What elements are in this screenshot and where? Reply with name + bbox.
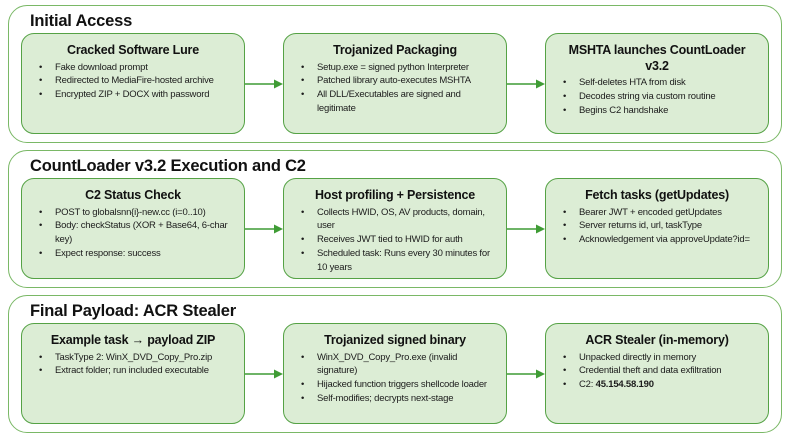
section-title: CountLoader v3.2 Execution and C2 — [30, 157, 306, 175]
node-heading: Example task → payload ZIP — [50, 333, 216, 347]
node-heading: Host profiling + Persistence — [314, 188, 476, 202]
bullet-list: Bearer JWT + encoded getUpdates Server r… — [553, 206, 761, 247]
bullet-item: Setup.exe = signed python Interpreter — [291, 61, 499, 75]
section-title: Initial Access — [30, 12, 133, 30]
bullet-item: Collects HWID, OS, AV products, domain, … — [291, 206, 499, 234]
node-trojanized-signed-binary: Trojanized signed binary WinX_DVD_Copy_P… — [283, 323, 507, 424]
bullet-item: Receives JWT tied to HWID for auth — [291, 233, 499, 247]
node-heading: Cracked Software Lure — [67, 43, 199, 57]
bullet-item: Expect response: success — [29, 247, 237, 261]
bullet-list: POST to globalsnn{i}-new.cc (i=0..10) Bo… — [29, 206, 237, 261]
node-heading: Trojanized signed binary — [324, 333, 466, 347]
bullet-item: Extract folder; run included executable — [29, 364, 237, 378]
bullet-item: All DLL/Executables are signed and legit… — [291, 88, 499, 116]
section-title: Final Payload: ACR Stealer — [30, 302, 236, 320]
bullet-item: Body: checkStatus (XOR + Base64, 6-char … — [29, 219, 237, 247]
bullet-item: Credential theft and data exfiltration — [553, 364, 761, 378]
bullet-item: Acknowledgement via approveUpdate?id= — [553, 233, 761, 247]
bullet-item: Self-modifies; decrypts next-stage — [291, 392, 499, 406]
bullet-item: POST to globalsnn{i}-new.cc (i=0..10) — [29, 206, 237, 220]
node-trojanized-packaging: Trojanized Packaging Setup.exe = signed … — [283, 33, 507, 134]
bullet-item: Fake download prompt — [29, 61, 237, 75]
node-heading: ACR Stealer (in-memory) — [585, 333, 729, 347]
bullet-list: WinX_DVD_Copy_Pro.exe (invalid signature… — [291, 351, 499, 406]
c2-label: C2: — [579, 379, 596, 391]
flow-arrow-icon — [507, 323, 545, 424]
bullet-list: Self-deletes HTA from disk Decodes strin… — [553, 76, 761, 117]
flow-row: C2 Status Check POST to globalsnn{i}-new… — [19, 178, 771, 279]
bullet-item: Unpacked directly in memory — [553, 351, 761, 365]
flow-arrow-icon — [245, 33, 283, 134]
node-heading: MSHTA launches CountLoader v3.2 — [568, 43, 746, 73]
flow-arrow-icon — [507, 33, 545, 134]
bullet-item: Scheduled task: Runs every 30 minutes fo… — [291, 247, 499, 275]
node-heading: Trojanized Packaging — [333, 43, 457, 57]
node-host-profiling-persistence: Host profiling + Persistence Collects HW… — [283, 178, 507, 279]
bullet-item: Hijacked function triggers shellcode loa… — [291, 378, 499, 392]
section-final-payload: Final Payload: ACR Stealer Example task … — [8, 295, 782, 433]
bullet-item: Bearer JWT + encoded getUpdates — [553, 206, 761, 220]
flow-arrow-icon — [245, 178, 283, 279]
node-c2-status-check: C2 Status Check POST to globalsnn{i}-new… — [21, 178, 245, 279]
c2-ip-address: 45.154.58.190 — [595, 379, 654, 391]
section-countloader-execution: CountLoader v3.2 Execution and C2 C2 Sta… — [8, 150, 782, 288]
bullet-item: Encrypted ZIP + DOCX with password — [29, 88, 237, 102]
bullet-item: TaskType 2: WinX_DVD_Copy_Pro.zip — [29, 351, 237, 365]
bullet-list: Unpacked directly in memory Credential t… — [553, 351, 761, 392]
node-mshta-launches-countloader: MSHTA launches CountLoader v3.2 Self-del… — [545, 33, 769, 134]
bullet-item: Decodes string via custom routine — [553, 90, 761, 104]
flow-arrow-icon — [245, 323, 283, 424]
bullet-item: Self-deletes HTA from disk — [553, 76, 761, 90]
bullet-list: Setup.exe = signed python Interpreter Pa… — [291, 61, 499, 116]
flow-row: Cracked Software Lure Fake download prom… — [19, 33, 771, 134]
node-fetch-tasks: Fetch tasks (getUpdates) Bearer JWT + en… — [545, 178, 769, 279]
bullet-list: TaskType 2: WinX_DVD_Copy_Pro.zip Extrac… — [29, 351, 237, 379]
node-heading: C2 Status Check — [85, 188, 181, 202]
bullet-item: WinX_DVD_Copy_Pro.exe (invalid signature… — [291, 351, 499, 379]
node-heading: Fetch tasks (getUpdates) — [585, 188, 729, 202]
flow-row: Example task → payload ZIP TaskType 2: W… — [19, 323, 771, 424]
bullet-item: Server returns id, url, taskType — [553, 219, 761, 233]
bullet-item: Patched library auto-executes MSHTA — [291, 74, 499, 88]
bullet-item: Redirected to MediaFire-hosted archive — [29, 74, 237, 88]
node-example-task-payload-zip: Example task → payload ZIP TaskType 2: W… — [21, 323, 245, 424]
bullet-list: Collects HWID, OS, AV products, domain, … — [291, 206, 499, 275]
flow-arrow-icon — [507, 178, 545, 279]
bullet-item: Begins C2 handshake — [553, 104, 761, 118]
node-acr-stealer-in-memory: ACR Stealer (in-memory) Unpacked directl… — [545, 323, 769, 424]
section-initial-access: Initial Access Cracked Software Lure Fak… — [8, 5, 782, 143]
bullet-list: Fake download prompt Redirected to Media… — [29, 61, 237, 102]
bullet-item-c2: C2: 45.154.58.190 — [553, 378, 761, 392]
node-cracked-software-lure: Cracked Software Lure Fake download prom… — [21, 33, 245, 134]
